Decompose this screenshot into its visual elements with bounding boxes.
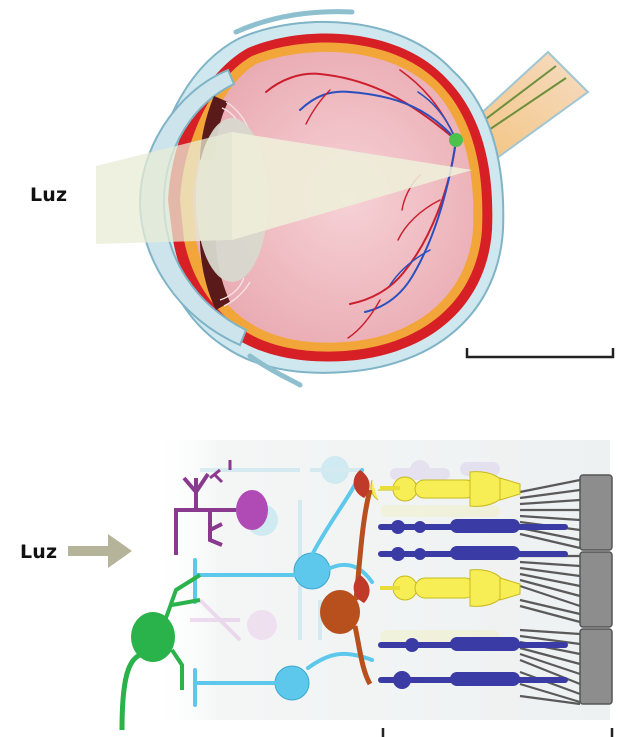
light-arrow — [68, 534, 132, 568]
light-label-eye: Luz — [30, 184, 67, 206]
retina-cross-section — [122, 440, 612, 730]
optic-disc — [449, 133, 463, 147]
scale-bar-retina — [383, 728, 612, 737]
pigment-epithelium — [580, 475, 612, 704]
scale-bar-eye — [467, 348, 613, 357]
bipolar-cell-body — [275, 666, 309, 700]
light-label-retina: Luz — [20, 541, 57, 563]
